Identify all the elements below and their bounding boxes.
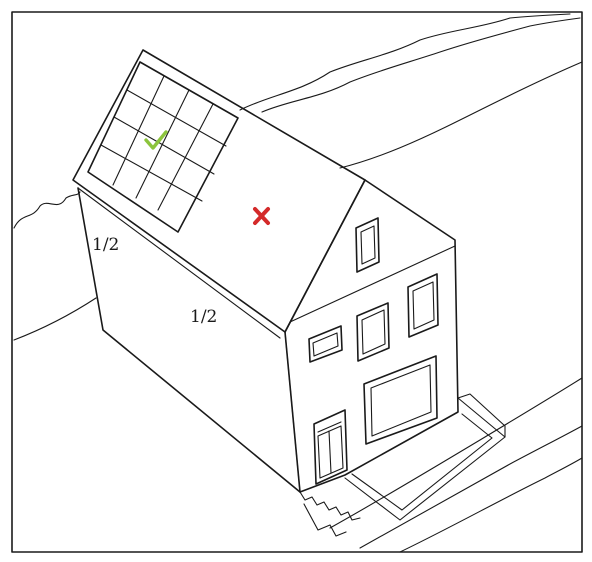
ground-floor-window	[363, 355, 438, 445]
upper-window-right	[407, 273, 439, 338]
garden-right-wall	[457, 393, 506, 438]
cross-mark-icon	[253, 207, 270, 225]
front-steps	[303, 503, 347, 537]
right-boundary-line	[339, 61, 583, 169]
bottom-wall-fraction-label: 1/2	[190, 307, 217, 327]
left-hedge-line	[13, 191, 81, 229]
front-door	[313, 409, 348, 485]
side-wall-fraction-label: 1/2	[92, 235, 119, 255]
upper-window-left	[308, 325, 343, 363]
pavement-line	[359, 425, 583, 549]
front-garden-outline	[344, 397, 506, 521]
gable-base-line	[289, 245, 456, 323]
gable-front-wall	[284, 179, 459, 493]
solar-panel	[87, 61, 239, 233]
check-mark-icon	[144, 130, 168, 150]
background-hedge-line	[261, 17, 581, 113]
attic-window	[355, 217, 380, 273]
roof-eave-line	[77, 187, 281, 339]
pavement-line	[399, 457, 583, 553]
background-hedge-line	[239, 13, 571, 111]
garden-inner-outline	[351, 413, 493, 511]
pavement-line	[329, 377, 583, 529]
left-side-wall	[77, 187, 301, 493]
upper-window-middle	[356, 302, 390, 362]
front-steps	[299, 491, 361, 521]
left-boundary-line	[13, 297, 97, 341]
drawing-frame	[11, 11, 583, 553]
wall-corner-edge	[284, 331, 301, 493]
